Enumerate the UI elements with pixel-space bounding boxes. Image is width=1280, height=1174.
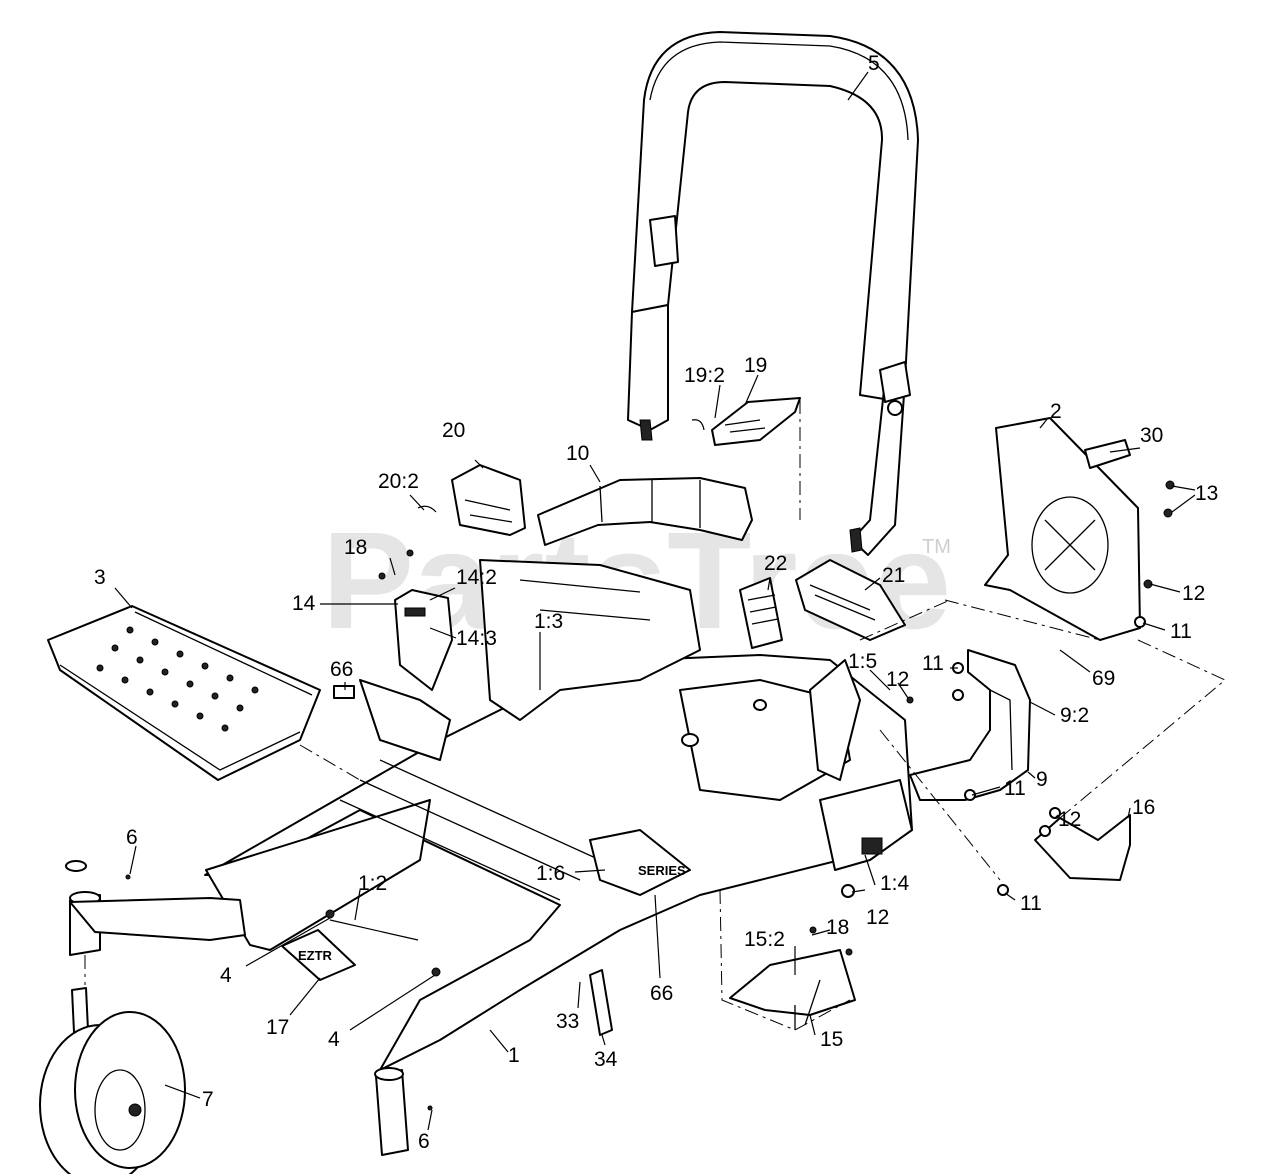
callout-22: 22 (764, 552, 787, 575)
callout-66-upper: 66 (330, 658, 353, 681)
callout-9-2: 9:2 (1060, 704, 1089, 727)
callout-1: 1 (508, 1044, 520, 1067)
shield-14[interactable] (378, 549, 453, 691)
callout-10: 10 (566, 442, 589, 465)
callout-14-2: 14:2 (456, 566, 497, 589)
decal-text: SERIES (638, 863, 686, 878)
callout-11-rear: 11 (1170, 620, 1192, 643)
callout-11-lower: 11 (1004, 777, 1026, 800)
decal-1-6: SERIES (589, 829, 691, 896)
hardware (125, 480, 1175, 1111)
callout-11-bottom: 11 (1020, 892, 1042, 915)
callout-33: 33 (556, 1010, 579, 1033)
callout-1-3: 1:3 (534, 610, 563, 633)
callout-12-mid: 12 (886, 668, 909, 691)
callout-15-2: 15:2 (744, 928, 785, 951)
callout-18-upper: 18 (344, 536, 367, 559)
panel-10[interactable] (537, 477, 753, 546)
bracket-21[interactable] (795, 559, 906, 641)
bumper-9[interactable] (909, 649, 1031, 801)
main-frame-1[interactable] (204, 559, 913, 1071)
callout-21: 21 (882, 564, 905, 587)
callout-30: 30 (1140, 424, 1163, 447)
foot-plate-3[interactable] (47, 605, 321, 781)
callout-11-bumper: 11 (922, 652, 944, 675)
callout-17: 17 (266, 1016, 289, 1039)
callout-15: 15 (820, 1028, 843, 1051)
callouts: 5 2 30 13 12 11 69 9:2 9 11 11 12 16 11 … (94, 52, 1218, 1153)
decal-1-4 (861, 837, 883, 855)
bracket-34[interactable] (589, 969, 613, 1036)
callout-1-2: 1:2 (358, 872, 387, 895)
part-20-2 (417, 505, 437, 513)
callout-66-lower: 66 (650, 982, 673, 1005)
callout-12-rear: 12 (1182, 582, 1205, 605)
callout-12-guard: 12 (1058, 808, 1081, 831)
callout-3: 3 (94, 566, 106, 589)
watermark-trademark: TM (922, 536, 951, 558)
roll-bar[interactable] (627, 31, 919, 556)
callout-69: 69 (1092, 667, 1115, 690)
callout-7: 7 (202, 1088, 214, 1111)
callout-20-2: 20:2 (378, 470, 419, 493)
caster-sleeve[interactable] (374, 1067, 409, 1156)
callout-1-5: 1:5 (848, 650, 877, 673)
callout-13: 13 (1195, 482, 1218, 505)
bracket-22[interactable] (739, 577, 783, 649)
callout-19-2: 19:2 (684, 364, 725, 387)
callout-6-lower: 6 (418, 1130, 430, 1153)
frame-plate-17: EZTR (281, 929, 356, 981)
guard-16[interactable] (1034, 814, 1131, 881)
callout-4-left: 4 (220, 964, 232, 987)
part-30 (1084, 439, 1131, 469)
callout-6-upper: 6 (126, 826, 138, 849)
frame-plate-text: EZTR (298, 948, 333, 963)
callout-14-3: 14:3 (456, 627, 497, 650)
spacer-66 (333, 685, 355, 699)
callout-12-lower: 12 (866, 906, 889, 929)
callout-16: 16 (1132, 796, 1155, 819)
bracket-19[interactable] (691, 397, 801, 446)
callout-34: 34 (594, 1048, 618, 1071)
caster-wheel-7[interactable] (39, 860, 246, 1174)
callout-20: 20 (442, 419, 465, 442)
assembly-lines (84, 400, 1226, 1031)
callout-19: 19 (744, 354, 767, 377)
part-19-2 (691, 419, 705, 431)
callout-1-4: 1:4 (880, 872, 910, 895)
rear-bracket-2[interactable] (984, 417, 1141, 641)
callout-1-6: 1:6 (536, 862, 565, 885)
callout-4-right: 4 (328, 1028, 340, 1051)
callout-14: 14 (292, 592, 316, 615)
callout-18-lower: 18 (826, 916, 849, 939)
shield-15[interactable] (729, 949, 856, 1030)
leader-lines (114, 71, 1196, 1131)
callout-5: 5 (868, 52, 880, 75)
foot-plate-holes (96, 626, 259, 732)
callout-9: 9 (1036, 768, 1048, 791)
callout-2: 2 (1050, 400, 1062, 423)
